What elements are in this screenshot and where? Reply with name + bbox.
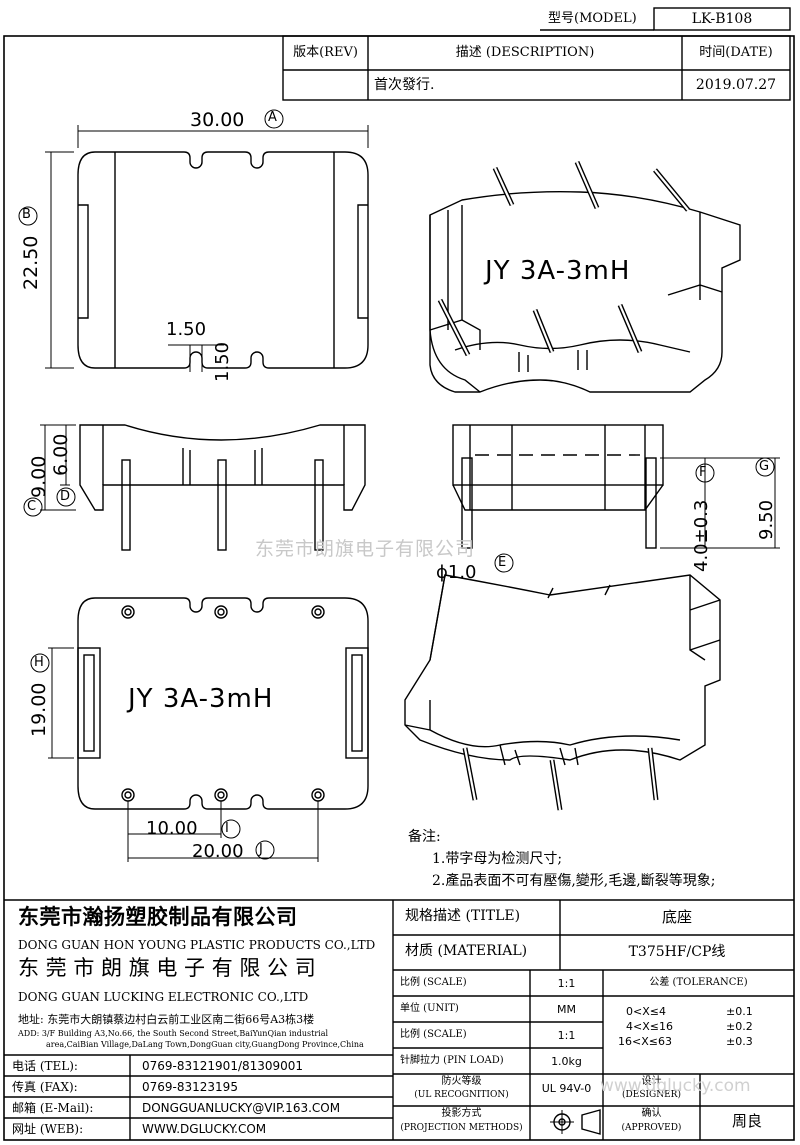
dim-4: 4.0±0.3 <box>691 499 712 572</box>
approved-label-cn: 确认 <box>641 1108 662 1119</box>
spec-proj-label-cn: 投影方式 <box>441 1108 482 1119</box>
date-value: 2019.07.27 <box>695 77 777 93</box>
dim-10: 10.00 <box>146 818 198 839</box>
designer-label-en: (DESIGNER) <box>622 1090 681 1100</box>
spec-fire-value: UL 94V-0 <box>541 1082 592 1095</box>
watermark: 东莞市朗旗电子有限公司 <box>255 538 476 560</box>
company-name-1: 东莞市瀚扬塑胶制品有限公司 <box>18 905 298 929</box>
company-address-en-2: area,CaiBian Village,DaLang Town,DongGua… <box>46 1040 364 1049</box>
dim-19: 19.00 <box>28 682 50 737</box>
company-name-1-en: DONG GUAN HON YOUNG PLASTIC PRODUCTS CO.… <box>18 938 376 952</box>
dim-1-5a: 1.50 <box>166 319 207 340</box>
desc-value: 首次發行. <box>374 77 435 93</box>
desc-label: 描述 (DESCRIPTION) <box>455 45 595 60</box>
spec-tolerance-label: 公差 (TOLERANCE) <box>649 977 748 988</box>
spec-material-label: 材质 (MATERIAL) <box>405 943 528 959</box>
marker-b: B <box>22 207 31 222</box>
approved-label-en: (APPROVED) <box>621 1123 682 1133</box>
tol-range-1: 0<X≤4 <box>626 1005 666 1018</box>
marker-c: C <box>27 499 37 514</box>
marker-e: E <box>498 555 507 570</box>
spec-proj-label-en: (PROJECTION METHODS) <box>400 1123 523 1133</box>
tol-value-3: ±0.3 <box>726 1035 753 1048</box>
spec-scale2-value: 1:1 <box>557 1029 576 1042</box>
marker-d: D <box>60 489 71 504</box>
marker-g: G <box>759 459 770 474</box>
dim-1-5b: 1.50 <box>212 341 233 382</box>
rev-label: 版本(REV) <box>293 45 358 60</box>
contact-tel-label: 电话 (TEL): <box>12 1059 78 1073</box>
contact-fax-value: 0769-83123195 <box>142 1080 238 1094</box>
contact-web-value: WWW.DGLUCKY.COM <box>142 1122 267 1136</box>
notes-title: 备注: <box>408 829 441 845</box>
spec-fire-label-en: (UL RECOGNITION) <box>414 1090 509 1100</box>
contact-web-label: 网址 (WEB): <box>12 1122 84 1136</box>
company-address-en-1: ADD: 3/F Building A3,No.66, the South Se… <box>18 1029 329 1038</box>
note-item-2: 2.產品表面不可有壓傷,變形,毛邊,斷裂等現象; <box>432 873 716 889</box>
watermark-url: www.dglucky.com <box>600 1076 751 1096</box>
spec-scale-label: 比例 (SCALE) <box>400 977 467 988</box>
marker-a: A <box>268 110 277 125</box>
marker-j: J <box>259 842 263 857</box>
date-label: 时间(DATE) <box>699 45 773 60</box>
company-address-cn: 地址: 东莞市大朗镇蔡边村白云前工业区南二街66号A3栋3楼 <box>18 1013 315 1026</box>
dim-22-5: 22.50 <box>20 235 42 290</box>
spec-pinload-value: 1.0kg <box>551 1055 582 1068</box>
contact-email-value: DONGGUANLUCKY@VIP.163.COM <box>142 1101 341 1115</box>
tol-value-2: ±0.2 <box>726 1020 753 1033</box>
spec-unit-label: 单位 (UNIT) <box>400 1003 459 1014</box>
contact-fax-label: 传真 (FAX): <box>12 1080 78 1094</box>
contact-email-label: 邮箱 (E-Mail): <box>12 1101 94 1115</box>
dim-9-5: 9.50 <box>756 499 777 540</box>
spec-title-label: 规格描述 (TITLE) <box>405 908 521 924</box>
part-marking-iso: JY 3A-3mH <box>485 256 631 286</box>
part-marking-top: JY 3A-3mH <box>128 684 274 714</box>
spec-pinload-label: 针脚拉力 (PIN LOAD) <box>400 1055 504 1066</box>
spec-title-value: 底座 <box>661 908 692 926</box>
spec-fire-label-cn: 防火等级 <box>441 1076 482 1087</box>
marker-i: I <box>225 821 229 836</box>
dim-20: 20.00 <box>192 841 244 862</box>
designer-label-cn: 设计 <box>641 1076 662 1087</box>
model-label: 型号(MODEL) <box>548 11 637 26</box>
dim-phi: ϕ1.0 <box>436 562 477 583</box>
company-name-2: 东 莞 市 朗 旗 电 子 有 限 公 司 <box>18 956 316 980</box>
spec-scale-value: 1:1 <box>557 977 576 990</box>
tol-value-1: ±0.1 <box>726 1005 753 1018</box>
tol-range-2: 4<X≤16 <box>626 1020 673 1033</box>
note-item-1: 1.带字母为检测尺寸; <box>432 851 563 867</box>
dim-6: 6.00 <box>50 433 72 476</box>
company-name-2-en: DONG GUAN LUCKING ELECTRONIC CO.,LTD <box>18 990 309 1004</box>
marker-f: F <box>699 465 707 480</box>
dim-9: 9.00 <box>28 455 50 498</box>
contact-tel-value: 0769-83121901/81309001 <box>142 1059 304 1073</box>
spec-unit-value: MM <box>557 1003 576 1016</box>
dim-30: 30.00 <box>190 109 245 131</box>
model-value: LK-B108 <box>691 11 753 27</box>
approved-value: 周良 <box>731 1112 762 1130</box>
spec-scale2-label: 比例 (SCALE) <box>400 1029 467 1040</box>
spec-material-value: T375HF/CP线 <box>628 944 726 960</box>
marker-h: H <box>34 655 44 670</box>
tol-range-3: 16<X≤63 <box>618 1035 672 1048</box>
